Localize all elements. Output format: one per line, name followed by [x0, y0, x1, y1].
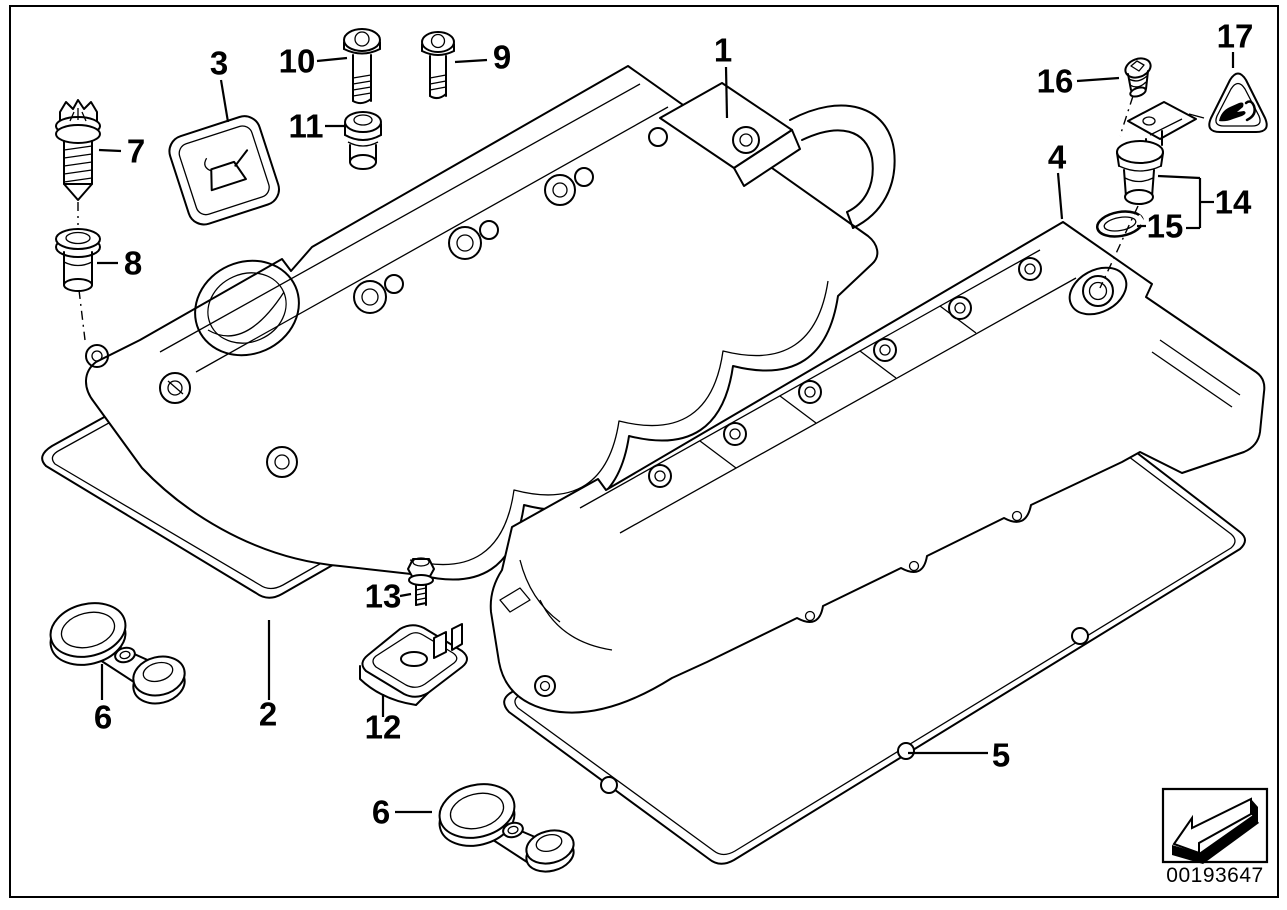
direction-arrow-icon [1163, 789, 1267, 864]
callout-leader-7 [99, 150, 121, 151]
callout-leader-4 [1058, 173, 1062, 219]
bushing-11 [345, 112, 381, 169]
callout-leader-9 [455, 60, 487, 62]
callout-label-3: 3 [210, 45, 228, 82]
callout-label-1: 1 [714, 32, 732, 69]
o-ring-15 [1095, 208, 1145, 240]
screw-13 [408, 558, 434, 605]
callout-label-8: 8 [124, 245, 142, 282]
assembly-axis-lines [78, 96, 1204, 340]
callout-label-12: 12 [365, 709, 402, 746]
callout-label-14: 14 [1215, 184, 1252, 221]
callout-label-10: 10 [279, 43, 316, 80]
bushing-8 [56, 229, 100, 291]
callout-label-2: 2 [259, 696, 277, 733]
callout-label-6: 6 [372, 794, 390, 831]
right-cylinder-head-cover [491, 222, 1265, 713]
callout-label-13: 13 [365, 578, 402, 615]
assembly-axis-line [79, 290, 85, 340]
callout-label-5: 5 [992, 737, 1010, 774]
spectacle-gasket-6-right [434, 777, 577, 877]
callout-label-4: 4 [1048, 139, 1067, 176]
connector-line [1189, 114, 1204, 118]
assembly-axis-line [1120, 96, 1133, 136]
spectacle-gasket-6-left [45, 596, 189, 709]
callout-label-11: 11 [289, 108, 324, 145]
callout-leader-10 [317, 58, 347, 61]
crush-hazard-glyph [1219, 102, 1255, 122]
screw-16 [1123, 55, 1154, 98]
screw-9 [422, 32, 454, 98]
drawing-number: 00193647 [1166, 864, 1263, 887]
callout-leader-14 [1158, 176, 1200, 178]
oil-can-icon [202, 146, 256, 191]
callout-leader-1 [726, 67, 727, 118]
emblem-plate-3 [165, 112, 283, 229]
cap-12 [360, 624, 467, 705]
callout-label-9: 9 [493, 39, 511, 76]
callout-label-7: 7 [127, 133, 145, 170]
callout-leader-3 [221, 80, 228, 122]
callout-label-6: 6 [94, 699, 112, 736]
callout-leader-16 [1077, 78, 1119, 81]
callout-leader-13 [400, 594, 411, 596]
assembly-axis-line [1100, 206, 1138, 288]
screw-7 [56, 100, 100, 200]
callout-label-17: 17 [1217, 18, 1254, 55]
screw-10 [344, 29, 380, 103]
camshaft-sensor-14 [1117, 102, 1196, 204]
warning-triangle-icon [1209, 74, 1266, 133]
callout-label-16: 16 [1037, 63, 1074, 100]
callout-label-15: 15 [1147, 208, 1184, 245]
